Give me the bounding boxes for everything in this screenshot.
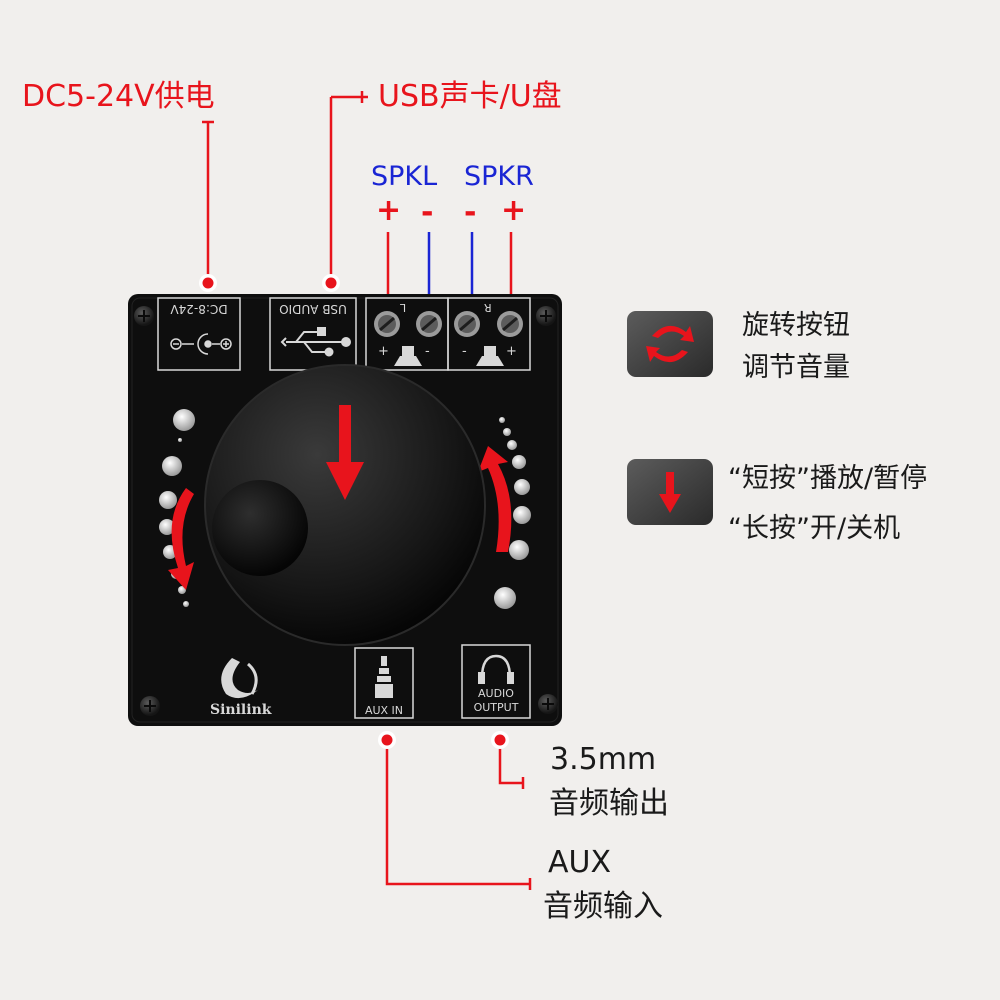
press-text-2: “长按”开/关机 bbox=[728, 513, 901, 544]
rotate-arrow-right bbox=[478, 446, 512, 552]
spkr-label: SPKR bbox=[464, 161, 534, 192]
knob-grip bbox=[212, 480, 308, 576]
speaker-symbols bbox=[394, 346, 504, 366]
terminal-left-text: L bbox=[400, 301, 407, 314]
spkr-minus-sign: - bbox=[464, 195, 477, 230]
output-port-frame bbox=[461, 644, 531, 719]
jack-icon bbox=[375, 656, 393, 698]
led-column-left bbox=[159, 409, 195, 607]
spkl-plus-sign: + bbox=[376, 193, 402, 228]
usb-port-text: USB AUDIO bbox=[279, 302, 347, 316]
terminal-right-minus: - bbox=[462, 344, 467, 359]
output-text-2: 音频输出 bbox=[549, 786, 669, 821]
output-port-text-2: OUTPUT bbox=[473, 701, 519, 714]
rotate-text-2: 调节音量 bbox=[742, 352, 850, 383]
screws bbox=[134, 306, 558, 716]
spkl-label: SPKL bbox=[371, 161, 438, 192]
terminal-left-minus: - bbox=[425, 344, 430, 359]
aux-text-1: AUX bbox=[548, 845, 612, 880]
rotate-arrow-left bbox=[168, 488, 194, 590]
aux-port-frame bbox=[354, 647, 414, 719]
dc-port-frame bbox=[157, 297, 241, 371]
usb-label: USB声卡/U盘 bbox=[378, 79, 562, 114]
press-arrow bbox=[326, 405, 364, 500]
terminal-left-plus: + bbox=[378, 344, 389, 359]
volume-knob bbox=[205, 365, 485, 645]
power-label: DC5-24V供电 bbox=[22, 79, 215, 114]
press-text-1: “短按”播放/暂停 bbox=[728, 463, 928, 494]
output-text-1: 3.5mm bbox=[550, 742, 657, 777]
spkl-minus-sign: - bbox=[421, 195, 434, 230]
terminal-right-frame bbox=[447, 297, 531, 371]
rotate-icon-box bbox=[627, 311, 713, 377]
brand-logo bbox=[221, 658, 258, 699]
dc-port-text: DC:8-24V bbox=[170, 302, 228, 316]
rotate-text-1: 旋转按钮 bbox=[742, 310, 850, 341]
brand-name: Sinilink bbox=[210, 702, 272, 718]
dc-polarity-icon bbox=[170, 333, 232, 355]
aux-port-text: AUX IN bbox=[364, 704, 404, 717]
marker-dots bbox=[199, 274, 509, 749]
usb-icon bbox=[280, 327, 351, 357]
spkr-plus-sign: + bbox=[501, 193, 527, 228]
output-port-text-1: AUDIO bbox=[478, 687, 514, 700]
terminal-right-text: R bbox=[484, 301, 492, 314]
headphone-icon bbox=[478, 654, 514, 684]
aux-text-2: 音频输入 bbox=[543, 889, 663, 924]
leader-lines bbox=[202, 91, 532, 890]
terminal-right-plus: + bbox=[506, 344, 517, 359]
terminal-screws bbox=[374, 311, 523, 337]
led-column-right bbox=[494, 417, 531, 609]
wire-lines bbox=[427, 232, 474, 300]
